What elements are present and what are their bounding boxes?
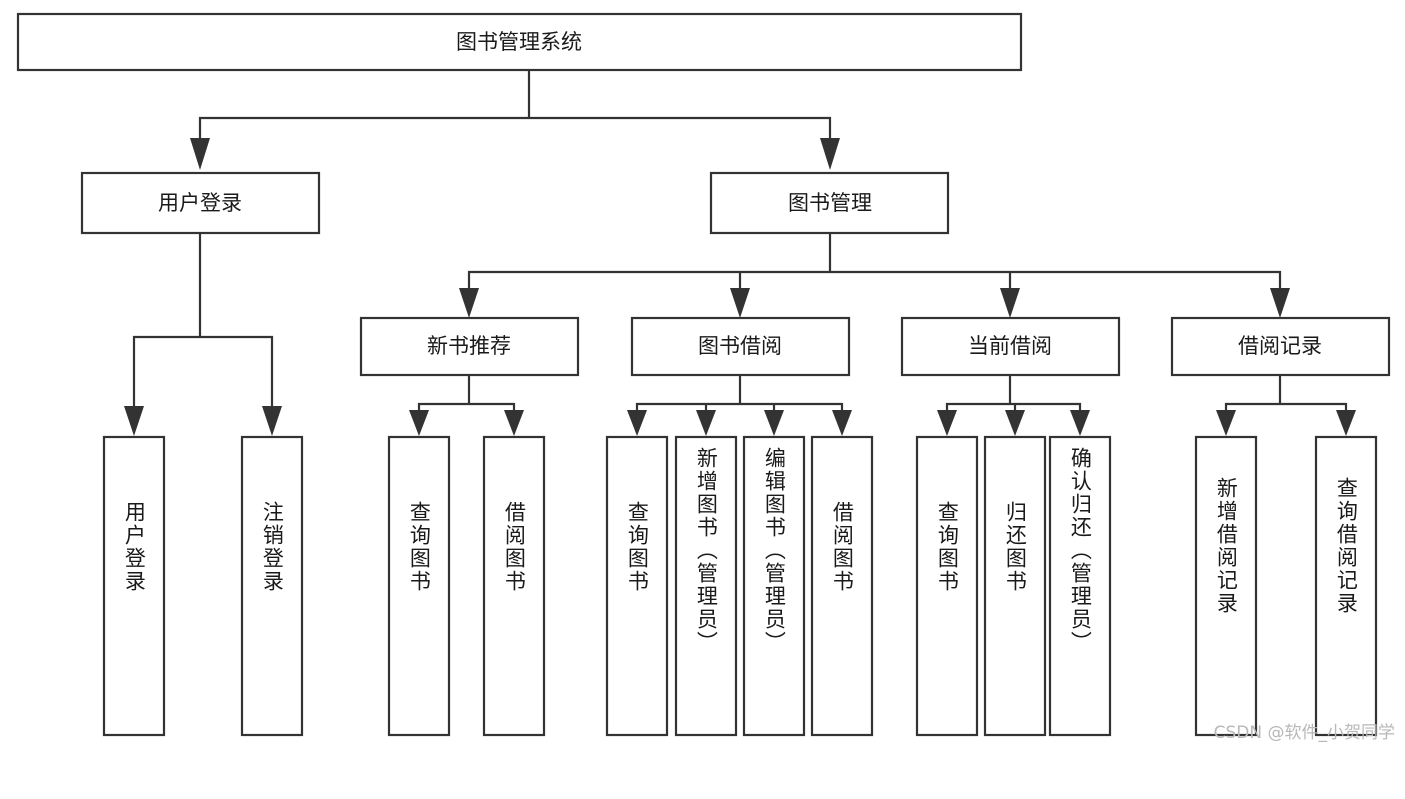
node-label-new-book-recommend: 新书推荐 — [427, 334, 511, 358]
arrow-head-leaf-return-book — [1005, 410, 1025, 436]
node-box-root[interactable] — [16, 12, 1023, 72]
arrow-head-leaf-query-record — [1336, 410, 1356, 436]
node-label-book-management: 图书管理 — [788, 191, 872, 215]
leaf-box-query-book-rec[interactable] — [387, 435, 451, 737]
connector-current-borrow-trunk — [945, 373, 1082, 414]
leaf-box-confirm-return[interactable] — [1048, 435, 1112, 737]
node-box-book-borrow[interactable] — [630, 316, 851, 377]
connector-layer — [124, 69, 1356, 436]
connector-book-borrow-trunk — [635, 373, 844, 414]
node-current-borrow[interactable]: 当前借阅 — [900, 316, 1121, 377]
arrow-head-leaf-query-book-rec — [409, 410, 429, 436]
arrow-head-leaf-user-login — [124, 406, 144, 436]
node-label-book-borrow: 图书借阅 — [698, 334, 782, 358]
connector-user-login-trunk — [132, 231, 274, 410]
node-label-root: 图书管理系统 — [456, 30, 582, 54]
arrow-head-leaf-add-book — [696, 410, 716, 436]
leaf-box-edit-book[interactable] — [742, 435, 806, 737]
arrow-head-leaf-logout — [262, 406, 282, 436]
leaf-box-add-book[interactable] — [674, 435, 738, 737]
connector-borrow-record-trunk — [1224, 373, 1348, 414]
arrow-head-to-book-borrow — [730, 288, 750, 318]
node-label-user-login: 用户登录 — [158, 191, 242, 215]
node-root-book-management-system[interactable]: 图书管理系统 — [16, 12, 1023, 72]
connector-new-book-rec-trunk — [417, 373, 516, 414]
node-borrow-record[interactable]: 借阅记录 — [1170, 316, 1391, 377]
leaf-box-borrow-book[interactable] — [810, 435, 874, 737]
leaf-box-logout[interactable] — [240, 435, 304, 737]
node-user-login[interactable]: 用户登录 — [80, 171, 321, 235]
leaf-box-query-book-current[interactable] — [915, 435, 979, 737]
arrow-head-to-book-management — [820, 138, 840, 170]
connector-root-to-level2-trunk — [198, 69, 832, 142]
arrow-head-leaf-query-book-current — [937, 410, 957, 436]
leaf-box-layer — [102, 435, 1378, 737]
leaf-box-add-borrow-record[interactable] — [1194, 435, 1258, 737]
arrow-head-leaf-borrow-book-rec — [504, 410, 524, 436]
arrow-head-leaf-borrow-book — [832, 410, 852, 436]
node-label-current-borrow: 当前借阅 — [968, 334, 1052, 358]
leaf-box-query-book-borrow[interactable] — [605, 435, 669, 737]
arrow-head-to-borrow-record — [1270, 288, 1290, 318]
arrow-head-leaf-confirm-return — [1070, 410, 1090, 436]
node-new-book-recommend[interactable]: 新书推荐 — [359, 316, 580, 377]
node-box-new-book-recommend[interactable] — [359, 316, 580, 377]
arrow-head-leaf-edit-book — [764, 410, 784, 436]
arrow-head-to-user-login — [190, 138, 210, 170]
leaf-box-query-borrow-record[interactable] — [1314, 435, 1378, 737]
node-book-borrow[interactable]: 图书借阅 — [630, 316, 851, 377]
leaf-box-user-login[interactable] — [102, 435, 166, 737]
leaf-box-borrow-book-rec[interactable] — [482, 435, 546, 737]
node-book-management[interactable]: 图书管理 — [709, 171, 950, 235]
leaf-box-return-book[interactable] — [983, 435, 1047, 737]
node-box-current-borrow[interactable] — [900, 316, 1121, 377]
node-box-borrow-record[interactable] — [1170, 316, 1391, 377]
org-chart-svg: 图书管理系统 用户登录 图书管理 新书推荐 图书借阅 当前借阅 借阅记录 — [16, 12, 1391, 737]
node-box-book-management[interactable] — [709, 171, 950, 235]
diagram-canvas-root: 图书管理系统 用户登录 图书管理 新书推荐 图书借阅 当前借阅 借阅记录 — [16, 12, 1395, 743]
node-label-borrow-record: 借阅记录 — [1238, 334, 1322, 358]
arrow-head-leaf-query-book-borrow — [627, 410, 647, 436]
node-box-user-login[interactable] — [80, 171, 321, 235]
arrow-head-leaf-add-record — [1216, 410, 1236, 436]
arrow-head-to-new-book-rec — [459, 288, 479, 318]
connector-book-management-trunk — [467, 231, 1282, 292]
arrow-head-to-current-borrow — [1000, 288, 1020, 318]
